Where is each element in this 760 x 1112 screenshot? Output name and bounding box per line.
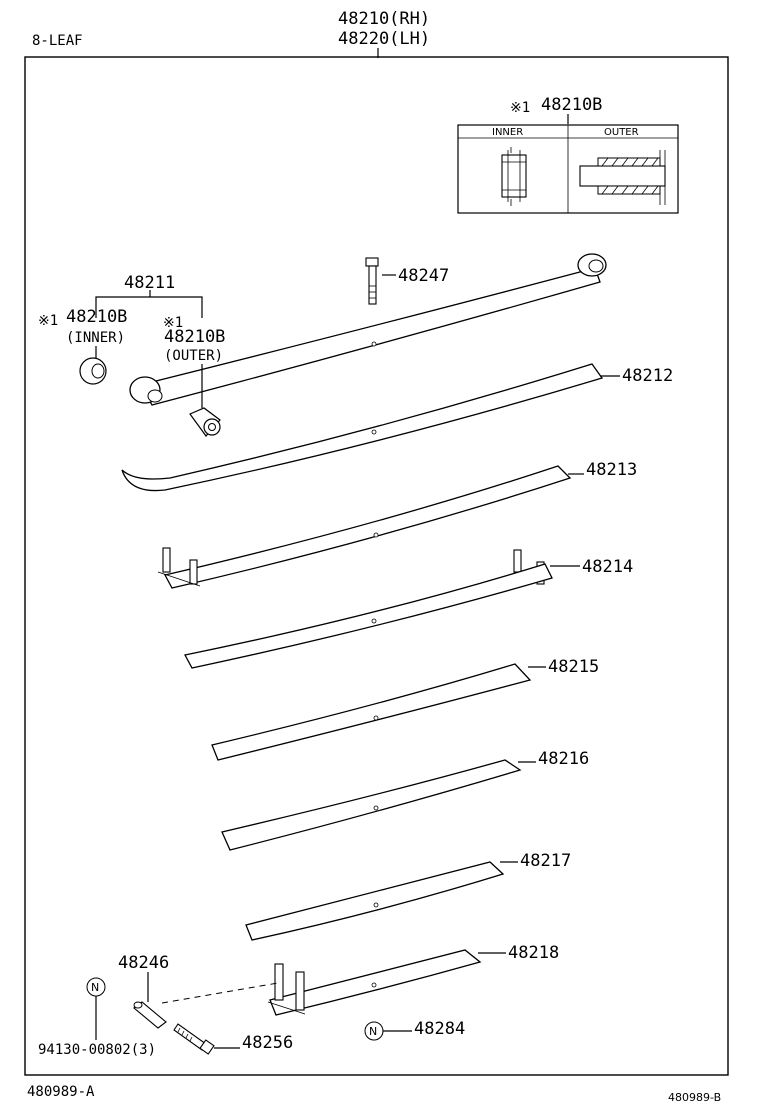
outer-bushing-part-icon bbox=[189, 407, 221, 437]
label-48214: 48214 bbox=[582, 557, 633, 577]
diagram-frame bbox=[24, 56, 729, 1076]
leaf-48213 bbox=[164, 465, 572, 589]
label-94130: 94130-00802(3) bbox=[38, 1042, 156, 1058]
label-48247: 48247 bbox=[398, 266, 449, 286]
inner-bushing-section-icon bbox=[501, 147, 527, 206]
label-48211: 48211 bbox=[124, 273, 175, 293]
n-mark-right-letter: N bbox=[369, 1025, 377, 1038]
label-48246: 48246 bbox=[118, 953, 169, 973]
spacer-tube-48246-icon bbox=[133, 1001, 167, 1029]
inset-part-number: 48210B bbox=[541, 95, 602, 115]
label-48213: 48213 bbox=[586, 460, 637, 480]
bushing-outer-note: (OUTER) bbox=[164, 348, 223, 364]
leaf-48217 bbox=[245, 861, 505, 941]
inset-outer-header: OUTER bbox=[604, 127, 639, 138]
label-48212: 48212 bbox=[622, 366, 673, 386]
label-48217: 48217 bbox=[520, 851, 571, 871]
main-leaf-48211 bbox=[129, 253, 607, 406]
bushing-inner-note: (INNER) bbox=[66, 330, 125, 346]
outer-bushing-section-icon bbox=[579, 150, 666, 205]
rebound-clip-left-icon bbox=[157, 547, 201, 587]
label-48218: 48218 bbox=[508, 943, 559, 963]
inset-inner-header: INNER bbox=[492, 127, 523, 138]
assembly-rh-label: 48210(RH) bbox=[338, 9, 430, 29]
bushing-outer-part: 48210B bbox=[164, 327, 225, 347]
label-48256: 48256 bbox=[242, 1033, 293, 1053]
assembly-lh-label: 48220(LH) bbox=[338, 29, 430, 49]
center-bolt-48247 bbox=[365, 257, 379, 305]
inner-bushing-part-icon bbox=[79, 357, 107, 385]
bushing-inner-mark: ※1 bbox=[38, 313, 58, 329]
n-mark-left-letter: N bbox=[91, 981, 99, 994]
label-48215: 48215 bbox=[548, 657, 599, 677]
leaf-48216 bbox=[221, 759, 522, 851]
bushing-outer-mark: ※1 bbox=[163, 315, 183, 331]
footer-right-code: 480989-B bbox=[668, 1091, 721, 1104]
label-48216: 48216 bbox=[538, 749, 589, 769]
label-48284: 48284 bbox=[414, 1019, 465, 1039]
leaf-48212 bbox=[121, 363, 604, 492]
inset-mark: ※1 bbox=[510, 100, 530, 116]
clip-bolt-48256-icon bbox=[173, 1023, 215, 1055]
alignment-dashed-line bbox=[161, 982, 279, 1004]
leaf-48215 bbox=[211, 663, 532, 761]
bushing-detail-inset: ※1 48210B INNER OUTER bbox=[457, 95, 679, 214]
leaf-count-label: 8-LEAF bbox=[32, 33, 83, 49]
leaf-48214 bbox=[184, 563, 553, 669]
bushing-inner-part: 48210B bbox=[66, 307, 127, 327]
leaf-48218 bbox=[267, 949, 482, 1016]
footer-left-code: 480989-A bbox=[27, 1084, 95, 1100]
